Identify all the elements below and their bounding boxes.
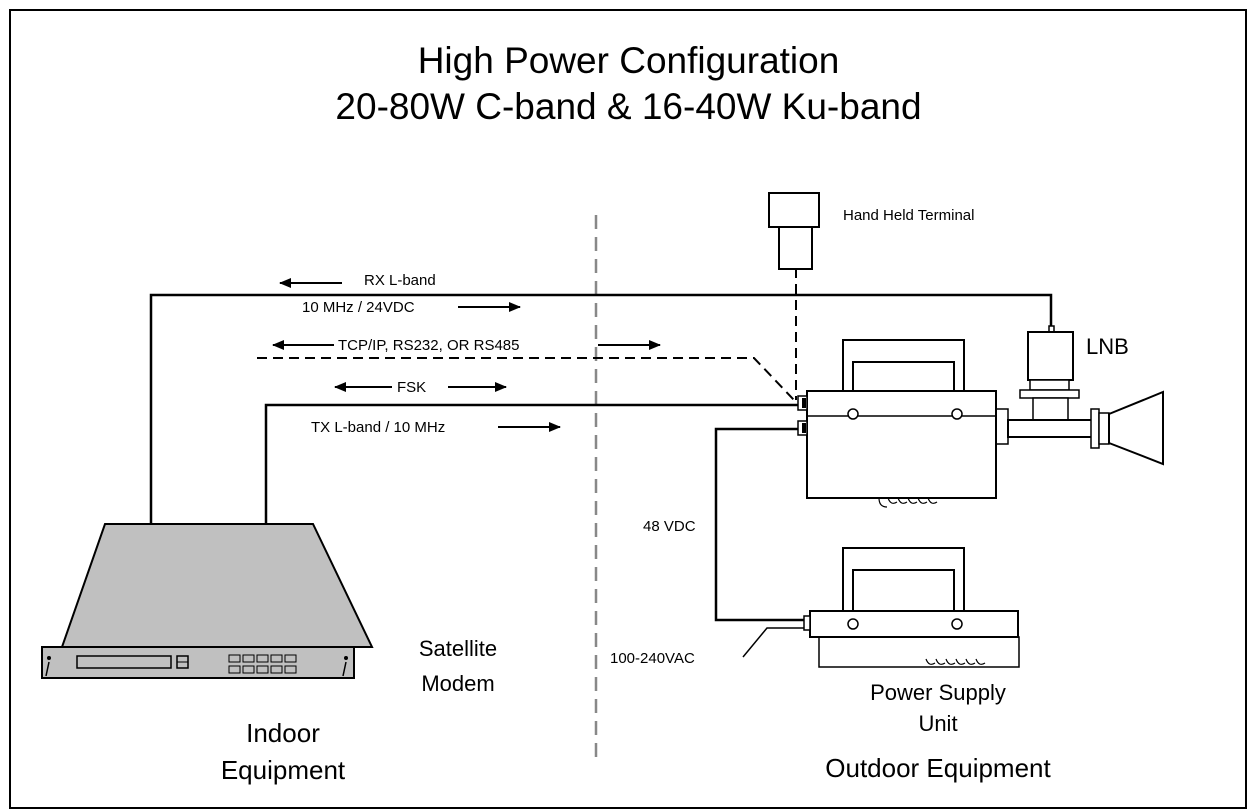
diagram-title-line1: High Power Configuration xyxy=(417,40,840,81)
ac-leader-line xyxy=(742,627,806,658)
tcpip-label: TCP/IP, RS232, OR RS485 xyxy=(338,337,519,354)
feed-horn xyxy=(993,390,1164,466)
hand-held-terminal-label: Hand Held Terminal xyxy=(843,207,974,224)
dc48-cable xyxy=(714,427,806,622)
vac-label: 100-240VAC xyxy=(610,650,695,667)
indoor-label-line1: Indoor xyxy=(246,718,320,748)
dc48-label: 48 VDC xyxy=(643,518,696,535)
lnb-label: LNB xyxy=(1086,334,1129,359)
tx-lband-cable xyxy=(264,403,800,524)
outdoor-transceiver xyxy=(797,339,997,508)
power-supply-unit xyxy=(803,547,1020,668)
satellite-label: Satellite xyxy=(419,636,497,661)
diagram-title-line2: 20-80W C-band & 16-40W Ku-band xyxy=(335,86,922,127)
tx-lband-label: TX L-band / 10 MHz xyxy=(311,419,445,436)
lnb-unit xyxy=(1019,325,1080,421)
hand-held-terminal xyxy=(768,192,820,270)
indoor-label-line2: Equipment xyxy=(221,755,346,785)
modem-label: Modem xyxy=(421,671,494,696)
fsk-label: FSK xyxy=(397,379,426,396)
rx-lband-cable xyxy=(149,293,1053,524)
psu-label-line1: Power Supply xyxy=(870,680,1006,705)
ref-24vdc-label: 10 MHz / 24VDC xyxy=(302,299,415,316)
psu-label-line2: Unit xyxy=(918,711,957,736)
satellite-modem xyxy=(41,523,374,679)
outdoor-label: Outdoor Equipment xyxy=(825,753,1051,783)
tcpip-cable xyxy=(257,357,795,401)
rx-lband-label: RX L-band xyxy=(364,272,436,289)
